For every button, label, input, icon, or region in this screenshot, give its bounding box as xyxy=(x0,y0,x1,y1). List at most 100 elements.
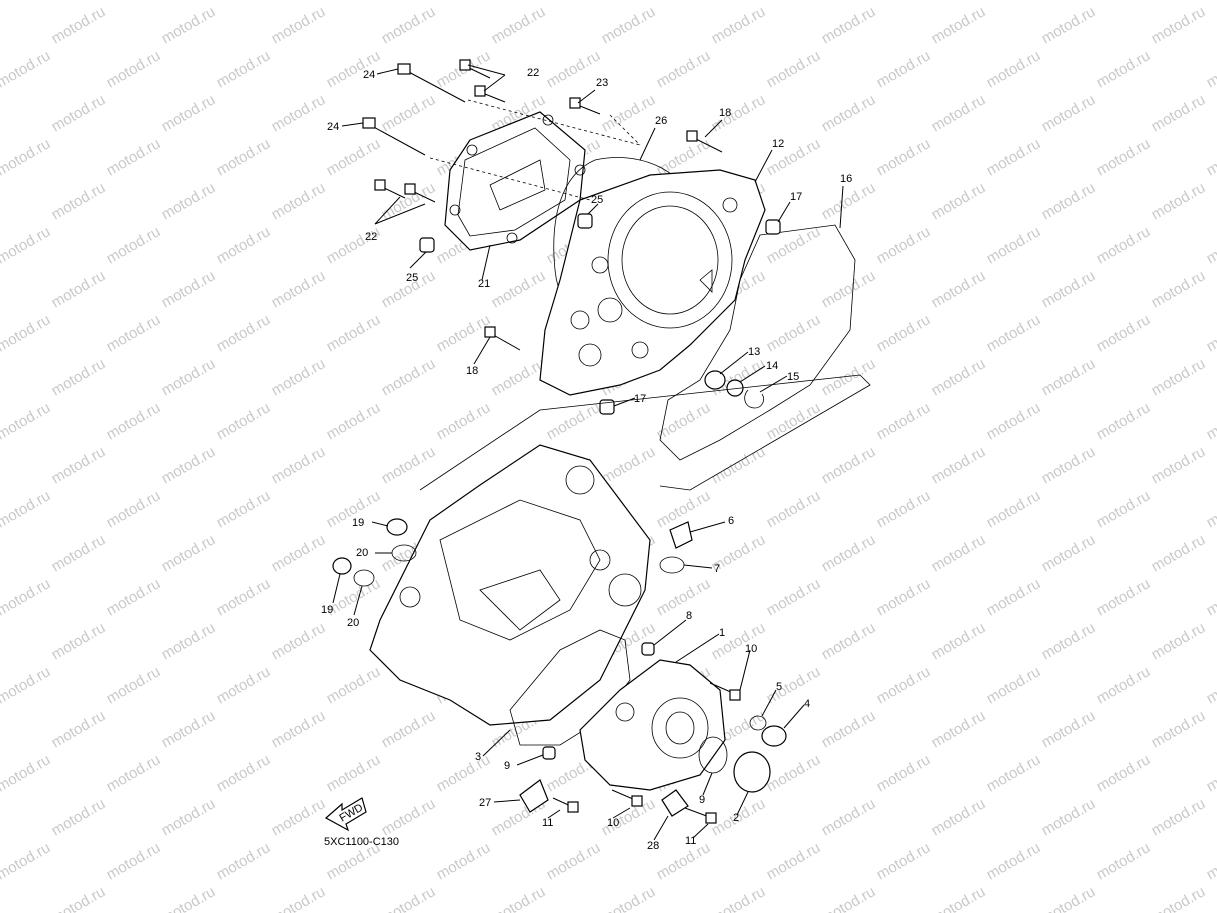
watermark-text-179: motod.ru xyxy=(159,355,219,399)
callout-16: 16 xyxy=(840,173,852,185)
watermark-text-76: motod.ru xyxy=(1094,47,1154,91)
watermark-text-83: motod.ru xyxy=(159,91,219,135)
watermark-text-377: motod.ru xyxy=(819,883,879,913)
clamp-part-28 xyxy=(661,789,689,817)
watermark-text-314: motod.ru xyxy=(929,707,989,751)
watermark-text-91: motod.ru xyxy=(1039,91,1099,135)
watermark-text-333: motod.ru xyxy=(1204,751,1217,795)
watermark-text-298: motod.ru xyxy=(874,663,934,707)
callout-11a: 11 xyxy=(542,817,553,829)
callout-10b: 10 xyxy=(607,817,619,829)
watermark-text-308: motod.ru xyxy=(269,707,329,751)
watermark-text-282: motod.ru xyxy=(929,619,989,663)
assembly-outline-box xyxy=(419,374,871,491)
callout-18b: 18 xyxy=(466,365,478,377)
watermark-text-297: motod.ru xyxy=(764,663,824,707)
watermark-text-155: motod.ru xyxy=(1039,267,1099,311)
watermark-text-323: motod.ru xyxy=(104,751,164,795)
callout-10a: 10 xyxy=(745,643,757,655)
callout-labels: 24 24 22 23 26 18 12 17 16 25 22 25 21 1… xyxy=(321,67,852,852)
watermark-text-274: motod.ru xyxy=(49,619,109,663)
watermark-text-324: motod.ru xyxy=(214,751,274,795)
callout-18a: 18 xyxy=(719,107,731,119)
watermark-text-251: motod.ru xyxy=(1039,531,1099,575)
callout-24a: 24 xyxy=(363,69,375,81)
watermark-text-360: motod.ru xyxy=(654,839,714,883)
watermark-text-203: motod.ru xyxy=(984,399,1044,443)
watermark-text-218: motod.ru xyxy=(929,443,989,487)
bushing-part-19b xyxy=(332,557,352,575)
watermark-text-365: motod.ru xyxy=(1204,839,1217,883)
watermark-text-141: motod.ru xyxy=(1204,223,1217,267)
gasket-part-16 xyxy=(659,224,856,461)
watermark-text-106: motod.ru xyxy=(874,135,934,179)
watermark-text-140: motod.ru xyxy=(1094,223,1154,267)
watermark-text-87: motod.ru xyxy=(599,91,659,135)
watermark-text-123: motod.ru xyxy=(1039,179,1099,223)
clamp-part-27 xyxy=(519,779,549,813)
watermark-text-100: motod.ru xyxy=(214,135,274,179)
watermark-text-300: motod.ru xyxy=(1094,663,1154,707)
watermark-text-108: motod.ru xyxy=(1094,135,1154,179)
watermark-text-291: motod.ru xyxy=(104,663,164,707)
watermark-text-150: motod.ru xyxy=(489,267,549,311)
watermark-text-359: motod.ru xyxy=(544,839,604,883)
watermark-text-268: motod.ru xyxy=(1094,575,1154,619)
watermark-text-77: motod.ru xyxy=(1204,47,1217,91)
fwd-arrow-icon: FWD xyxy=(324,797,367,832)
callout-23: 23 xyxy=(596,77,608,89)
watermark-text-235: motod.ru xyxy=(984,487,1044,531)
watermark-text-217: motod.ru xyxy=(819,443,879,487)
bushing-part-19a xyxy=(386,518,408,536)
watermark-text-363: motod.ru xyxy=(984,839,1044,883)
watermark-text-50: motod.ru xyxy=(49,3,109,47)
watermark-text-89: motod.ru xyxy=(819,91,879,135)
gasket-part-8 xyxy=(509,629,631,746)
watermark-text-59: motod.ru xyxy=(1039,3,1099,47)
watermark-text-339: motod.ru xyxy=(159,795,219,839)
watermark-text-237: motod.ru xyxy=(1204,487,1217,531)
callout-1: 1 xyxy=(719,627,725,639)
watermark-text-211: motod.ru xyxy=(159,443,219,487)
watermark-text-57: motod.ru xyxy=(819,3,879,47)
watermark-text-269: motod.ru xyxy=(1204,575,1217,619)
leader-lines xyxy=(332,64,844,841)
watermark-text-88: motod.ru xyxy=(709,91,769,135)
watermark-text-226: motod.ru xyxy=(0,487,53,531)
watermark-text-121: motod.ru xyxy=(819,179,879,223)
watermark-text-220: motod.ru xyxy=(1149,443,1209,487)
watermark-text-284: motod.ru xyxy=(1149,619,1209,663)
watermark-text-165: motod.ru xyxy=(324,311,384,355)
watermark-text-172: motod.ru xyxy=(1094,311,1154,355)
watermark-text-196: motod.ru xyxy=(214,399,274,443)
watermark-text-378: motod.ru xyxy=(929,883,989,913)
watermark-text-266: motod.ru xyxy=(874,575,934,619)
callout-24b: 24 xyxy=(327,121,339,133)
watermark-text-84: motod.ru xyxy=(269,91,329,135)
watermark-text-171: motod.ru xyxy=(984,311,1044,355)
watermark-text-114: motod.ru xyxy=(49,179,109,223)
watermark-text-75: motod.ru xyxy=(984,47,1044,91)
watermark-text-299: motod.ru xyxy=(984,663,1044,707)
watermark-text-213: motod.ru xyxy=(379,443,439,487)
watermark-text-156: motod.ru xyxy=(1149,267,1209,311)
watermark-text-280: motod.ru xyxy=(709,619,769,663)
watermark-text-283: motod.ru xyxy=(1039,619,1099,663)
callout-22a: 22 xyxy=(527,67,539,79)
callout-9a: 8 xyxy=(686,610,692,622)
callout-4: 4 xyxy=(804,698,810,710)
watermark-text-180: motod.ru xyxy=(269,355,329,399)
watermark-text-133: motod.ru xyxy=(324,223,384,267)
dowel-part-25a xyxy=(577,213,593,229)
watermark-text-228: motod.ru xyxy=(214,487,274,531)
callout-20b: 20 xyxy=(347,617,359,629)
watermark-text-116: motod.ru xyxy=(269,179,329,223)
left-cover-part-1 xyxy=(579,659,726,791)
watermark-text-309: motod.ru xyxy=(379,707,439,751)
watermark-text-67: motod.ru xyxy=(104,47,164,91)
crankcase-cover-part-12 xyxy=(539,169,766,396)
watermark-text-188: motod.ru xyxy=(1149,355,1209,399)
watermark-text-130: motod.ru xyxy=(0,223,53,267)
dowel-part-9b xyxy=(542,746,556,760)
